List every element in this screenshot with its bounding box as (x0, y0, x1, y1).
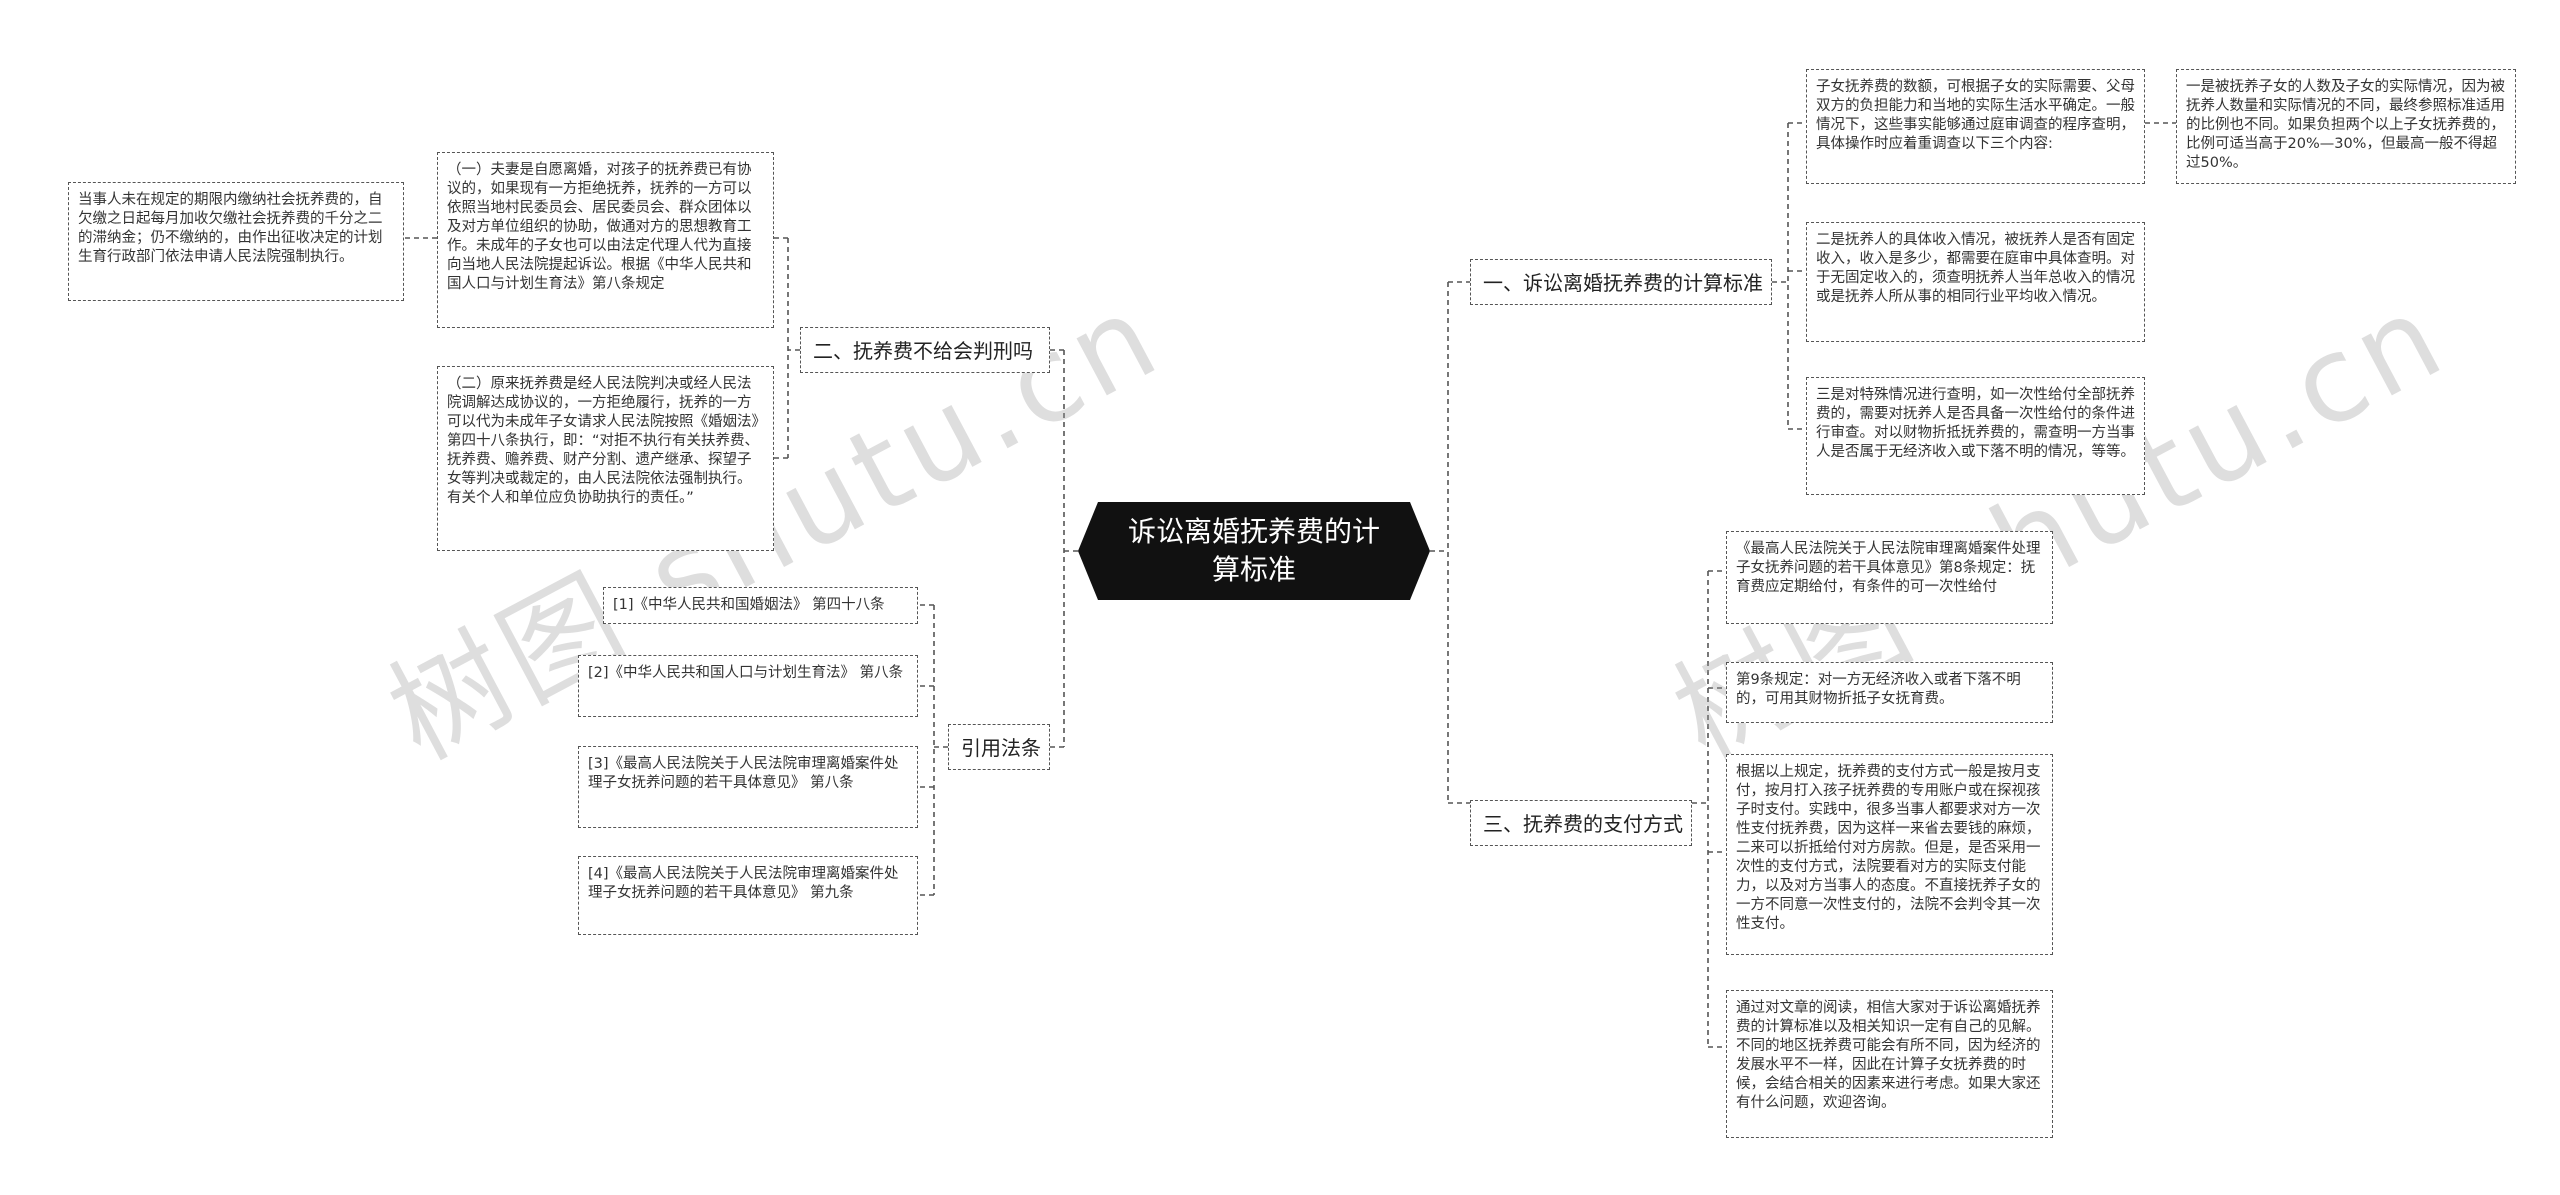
leaf-criminal-item1[interactable]: （一）夫妻是自愿离婚，对孩子的抚养费已有协议的，如果现有一方拒绝抚养，抚养的一方… (437, 152, 774, 328)
leaf-payment-article9[interactable]: 第9条规定：对一方无经济收入或者下落不明的，可用其财物折抵子女抚育费。 (1726, 662, 2053, 723)
branch-payment-method[interactable]: 三、抚养费的支付方式 (1470, 800, 1692, 846)
leaf-payment-closing[interactable]: 通过对文章的阅读，相信大家对于诉讼离婚抚养费的计算标准以及相关知识一定有自己的见… (1726, 990, 2053, 1138)
leaf-calc-ratio[interactable]: 一是被抚养子女的人数及子女的实际情况，因为被抚养人数量和实际情况的不同，最终参照… (2176, 69, 2516, 184)
reference-item[interactable]: [1]《中华人民共和国婚姻法》 第四十八条 (603, 587, 918, 624)
branch-cited-laws[interactable]: 引用法条 (948, 724, 1050, 770)
leaf-payment-method[interactable]: 根据以上规定，抚养费的支付方式一般是按月支付，按月打入孩子抚养费的专用账户或在探… (1726, 754, 2053, 955)
leaf-criminal-item2[interactable]: （二）原来抚养费是经人民法院判决或经人民法院调解达成协议的，一方拒绝履行，抚养的… (437, 366, 774, 551)
leaf-calc-special[interactable]: 三是对特殊情况进行查明，如一次性给付全部抚养费的，需要对抚养人是否具备一次性给付… (1806, 377, 2145, 495)
leaf-payment-opinion8[interactable]: 《最高人民法院关于人民法院审理离婚案件处理子女抚养问题的若干具体意见》第8条规定… (1726, 531, 2053, 624)
reference-item[interactable]: [2]《中华人民共和国人口与计划生育法》 第八条 (578, 655, 918, 717)
branch-criminal-liability[interactable]: 二、抚养费不给会判刑吗 (800, 327, 1050, 373)
leaf-calc-intro[interactable]: 子女抚养费的数额，可根据子女的实际需要、父母双方的负担能力和当地的实际生活水平确… (1806, 69, 2145, 184)
leaf-criminal-item1-sub[interactable]: 当事人未在规定的期限内缴纳社会抚养费的，自欠缴之日起每月加收欠缴社会抚养费的千分… (68, 182, 404, 301)
root-topic[interactable]: 诉讼离婚抚养费的计算标准 (1078, 502, 1430, 600)
branch-calculation-standard[interactable]: 一、诉讼离婚抚养费的计算标准 (1470, 259, 1772, 305)
leaf-calc-income[interactable]: 二是抚养人的具体收入情况，被抚养人是否有固定收入，收入是多少，都需要在庭审中具体… (1806, 222, 2145, 342)
reference-item[interactable]: [4]《最高人民法院关于人民法院审理离婚案件处理子女抚养问题的若干具体意见》 第… (578, 856, 918, 935)
reference-item[interactable]: [3]《最高人民法院关于人民法院审理离婚案件处理子女抚养问题的若干具体意见》 第… (578, 746, 918, 828)
